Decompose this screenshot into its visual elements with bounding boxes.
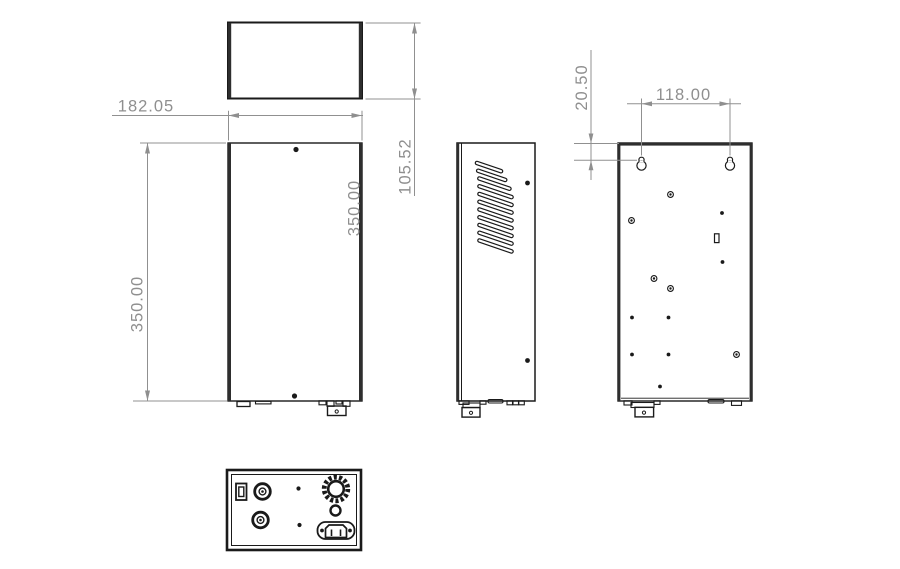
rear-view-right-flange xyxy=(749,143,752,401)
iec-screw xyxy=(320,528,324,533)
top-view-left-flange xyxy=(228,23,232,98)
side-view xyxy=(456,142,536,418)
front-view-left-flange xyxy=(228,143,231,401)
top-view-right-flange xyxy=(358,23,362,98)
vent-louvres xyxy=(474,160,514,254)
dimension-top-width: 182.05 xyxy=(112,98,363,141)
screw-dot xyxy=(293,146,299,153)
iec-inlet-side-outline xyxy=(461,406,481,418)
top-view xyxy=(227,21,363,100)
dimension-top-depth: 105.52 xyxy=(365,22,421,196)
keyhole-slot-left xyxy=(636,156,647,171)
front-view-bottom-fittings xyxy=(236,400,351,417)
iec-screw xyxy=(348,528,352,533)
power-switch xyxy=(235,482,248,501)
screw-dot xyxy=(291,393,298,399)
iec-power-inlet xyxy=(316,521,356,540)
rear-holes-ringed xyxy=(628,191,740,358)
dim-label-front-height-inner: 350.00 xyxy=(346,180,364,236)
indicator-bush xyxy=(329,504,342,517)
rear-slot-cutout xyxy=(713,233,720,244)
dimension-mount-hole-spacing: 118.00 xyxy=(627,86,741,156)
dim-label-mount-hole-spacing: 118.00 xyxy=(656,86,711,104)
front-view xyxy=(227,142,363,417)
jack-connector-bottom xyxy=(251,510,270,530)
front-view-right-flange xyxy=(359,143,362,401)
rotary-knob xyxy=(321,474,351,504)
dim-label-top-depth: 105.52 xyxy=(397,138,415,194)
screw-dot xyxy=(525,358,530,363)
panel-screw-dot xyxy=(297,522,302,528)
dim-label-front-height: 350.00 xyxy=(129,276,147,332)
rear-holes-small xyxy=(630,211,725,389)
keyhole-slot-right xyxy=(724,156,736,171)
dimension-front-height-inner: 350.00 xyxy=(346,180,364,236)
iec-inlet-rear-outline xyxy=(634,406,655,418)
jack-connector-top xyxy=(253,482,272,501)
side-view-left-flange xyxy=(457,143,460,401)
dimension-mount-hole-offset: 20.50 xyxy=(573,50,637,180)
iec-inlet-bottom-outline xyxy=(326,405,347,417)
rear-view xyxy=(617,142,753,418)
rear-view-top-flange xyxy=(618,143,752,146)
side-view-bottom-fittings xyxy=(458,399,525,418)
dimension-front-height: 350.00 xyxy=(129,142,227,402)
dim-label-top-width: 182.05 xyxy=(118,98,174,116)
connector-panel-view xyxy=(225,468,363,552)
screw-dot xyxy=(525,180,530,186)
rear-view-left-flange xyxy=(618,143,621,401)
rear-view-bottom-fittings xyxy=(623,399,743,418)
panel-screw-dot xyxy=(296,486,301,491)
dim-label-mount-hole-offset: 20.50 xyxy=(573,64,591,110)
